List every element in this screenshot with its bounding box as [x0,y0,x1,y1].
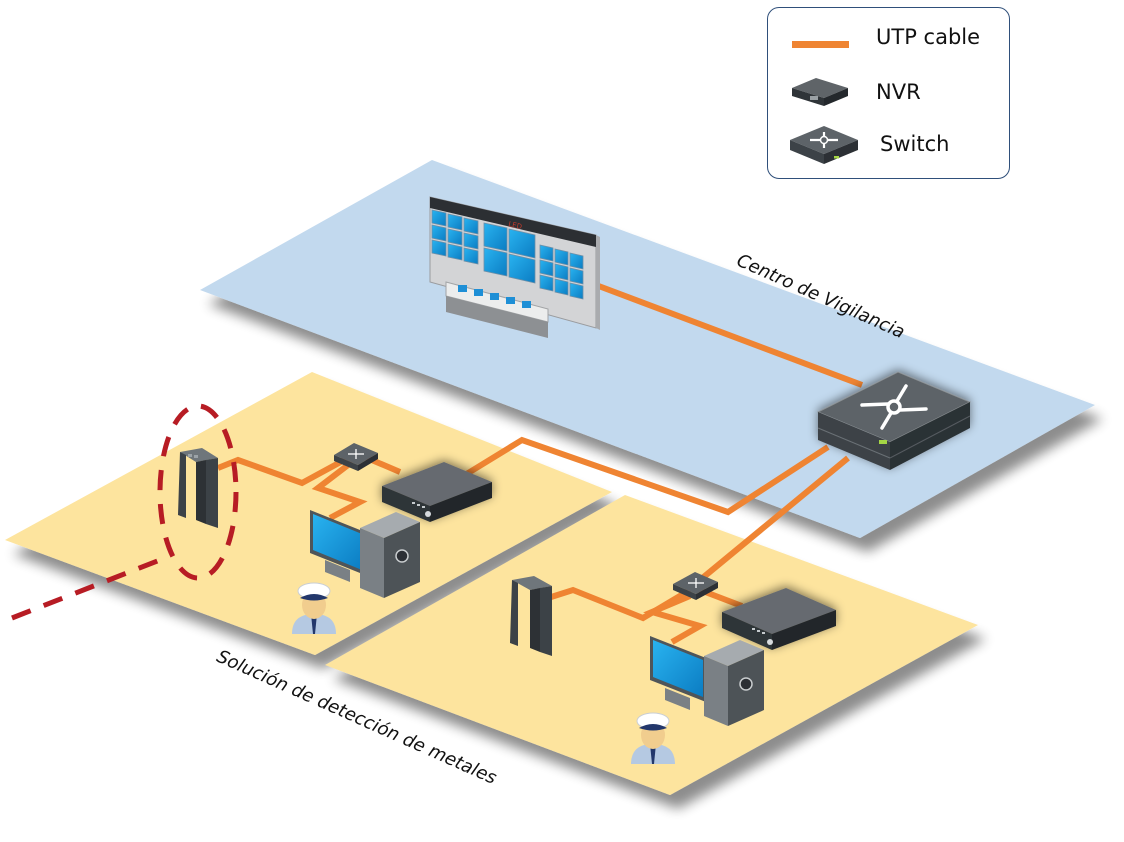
legend: UTP cable NVR Switch [767,7,1010,179]
zone2-nvr [722,588,836,650]
core-switch [816,371,972,470]
gate-highlight-leader [11,555,166,621]
switch-arrows-icon [860,384,928,430]
gate-highlight-ellipse [157,403,239,581]
cable-zone1-switch-to-pc [311,459,368,521]
cable-core-switch-to-zone2-switch [698,455,850,583]
gate-highlight-callout [11,403,239,621]
cable-core-switch-to-zone1-nvr [458,436,830,516]
legend-item-utp-cable: UTP cable [768,18,1009,58]
utp-cable-swatch-icon [792,41,849,48]
zone1-metal-detector-gate [178,448,218,528]
zone1-access-switch [334,443,378,471]
operator-console [445,281,549,338]
cable-zone1-gate-to-switch [216,455,350,487]
legend-item-switch: Switch [768,120,1009,164]
legend-label-utp-cable: UTP cable [876,25,981,49]
legend-label-nvr: NVR [876,80,921,104]
zone1-security-guard-icon [292,582,336,634]
zone1-workstation [310,510,420,598]
legend-item-nvr: NVR [768,68,1009,108]
zone2-metal-detector-gate [510,576,552,656]
zone2-workstation [650,636,764,726]
cable-videowall-to-core-switch [594,282,864,388]
zone1-nvr [382,462,492,522]
cable-zone2-switch-to-pc [643,593,708,645]
legend-label-switch: Switch [880,132,950,156]
zone2-access-switch [673,572,718,600]
detection-zone-1-platform [5,372,612,655]
nvr-icon [792,78,848,106]
zone2-security-guard-icon [631,712,675,764]
video-wall-led-label: LED [508,220,523,231]
switch-icon [790,126,858,164]
video-wall: LED [429,196,600,330]
